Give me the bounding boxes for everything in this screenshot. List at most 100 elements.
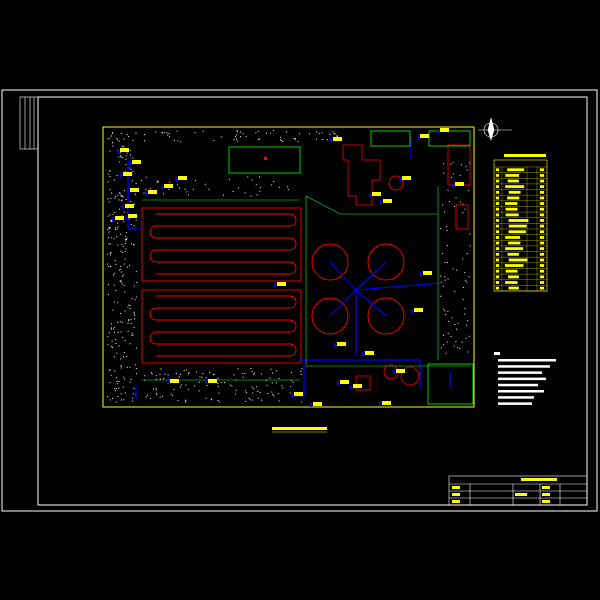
landscape-dot: [120, 281, 122, 283]
landscape-dot: [462, 203, 464, 205]
equipment-tag-marker: [125, 215, 127, 219]
landscape-dot: [160, 368, 162, 370]
landscape-dot: [110, 254, 112, 256]
landscape-dot: [128, 135, 130, 137]
landscape-dot: [115, 342, 117, 344]
landscape-dot: [245, 400, 247, 402]
landscape-dot: [233, 374, 235, 376]
landscape-dot: [136, 373, 138, 375]
landscape-dot: [291, 371, 293, 373]
landscape-dot: [108, 237, 110, 239]
table-cell-text: [539, 269, 545, 273]
landscape-dot: [107, 344, 109, 346]
landscape-dot: [442, 253, 444, 255]
landscape-dot: [446, 261, 448, 263]
landscape-dot: [175, 372, 177, 374]
landscape-dot: [117, 226, 119, 228]
design-notes: [494, 352, 556, 405]
landscape-dot: [297, 141, 299, 143]
landscape-dot: [107, 266, 109, 268]
landscape-dot: [278, 186, 280, 188]
landscape-dot: [464, 280, 466, 282]
landscape-dot: [466, 169, 468, 171]
landscape-dot: [217, 382, 219, 384]
landscape-dot: [245, 136, 247, 138]
landscape-dot: [456, 269, 458, 271]
landscape-dot: [206, 385, 208, 387]
landscape-dot: [468, 190, 470, 192]
equipment-tag: [372, 192, 381, 196]
landscape-dot: [109, 214, 111, 216]
table-cell-text: [495, 281, 500, 284]
table-cell-text: [505, 207, 518, 211]
landscape-dot: [218, 401, 220, 403]
landscape-dot: [447, 278, 449, 280]
landscape-dot: [329, 133, 331, 135]
equipment-tag-marker: [274, 283, 276, 287]
landscape-dot: [201, 376, 203, 378]
landscape-dot: [450, 336, 452, 338]
landscape-dot: [125, 164, 127, 166]
landscape-dot: [115, 401, 117, 403]
table-cell-text: [495, 275, 500, 279]
note-line: [498, 359, 556, 362]
landscape-dot: [266, 384, 268, 386]
equipment-table: [493, 154, 548, 292]
landscape-dot: [143, 134, 145, 136]
landscape-dot: [454, 323, 456, 325]
landscape-dot: [119, 280, 121, 282]
equipment-tag: [170, 379, 179, 383]
landscape-dot: [123, 285, 125, 287]
equipment-tag: [333, 137, 342, 141]
table-cell-text: [507, 252, 519, 256]
landscape-dot: [124, 242, 126, 244]
landscape-dot: [213, 139, 215, 141]
landscape-dot: [134, 364, 136, 366]
landscape-dot: [228, 178, 230, 180]
landscape-dot: [453, 345, 455, 347]
landscape-dot: [114, 327, 116, 329]
landscape-dot: [456, 328, 458, 330]
landscape-dot: [133, 313, 135, 315]
landscape-dot: [250, 195, 252, 197]
landscape-dot: [118, 208, 120, 210]
landscape-dot: [212, 374, 214, 376]
landscape-dot: [144, 375, 146, 377]
landscape-dot: [123, 399, 125, 401]
landscape-dot: [159, 396, 161, 398]
landscape-dot: [115, 338, 117, 340]
landscape-dot: [442, 308, 444, 310]
landscape-dot: [224, 382, 226, 384]
landscape-dot: [186, 191, 188, 193]
table-cell-text: [539, 185, 545, 189]
landscape-dot: [326, 139, 328, 141]
pipe-network: [127, 137, 451, 400]
landscape-dot: [150, 372, 152, 374]
equipment-tag: [277, 282, 286, 286]
clarifier-tanks: [311, 243, 405, 335]
landscape-dot: [110, 219, 112, 221]
landscape-dot: [109, 399, 111, 401]
landscape-dot: [115, 390, 117, 392]
table-cell-text: [539, 258, 545, 262]
landscape-dot: [131, 243, 133, 245]
table-cell-text: [539, 281, 545, 284]
landscape-dot: [107, 229, 109, 231]
landscape-dot: [135, 368, 137, 370]
landscape-dot: [164, 373, 166, 375]
landscape-dot: [291, 379, 293, 381]
landscape-dot: [131, 334, 133, 336]
landscape-dot: [110, 251, 112, 253]
landscape-dot: [109, 170, 111, 172]
equipment-tag-marker: [127, 189, 129, 193]
landscape-dot: [111, 220, 113, 222]
landscape-dot: [120, 365, 122, 367]
table-cell-text: [508, 241, 521, 245]
table-cell-text: [508, 224, 527, 228]
landscape-dot: [125, 158, 127, 160]
equipment-tag: [365, 351, 374, 355]
north-arrow-icon: [478, 117, 512, 142]
table-cell-text: [539, 207, 545, 211]
landscape-dot: [180, 384, 182, 386]
landscape-dot: [124, 340, 126, 342]
